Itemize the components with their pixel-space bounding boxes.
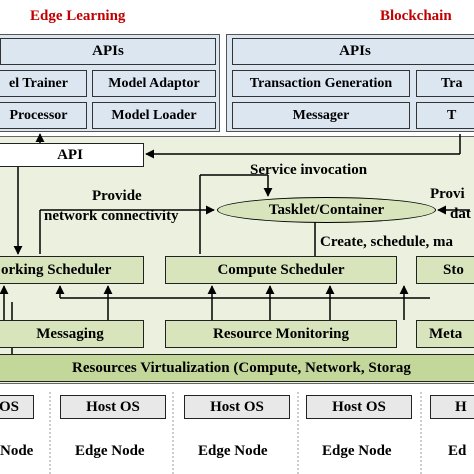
create-schedule-label: Create, schedule, ma <box>320 234 454 250</box>
network-connectivity-label: network connectivity <box>44 208 179 224</box>
node-1-os: Host OS <box>60 395 166 419</box>
model-trainer-box: el Trainer <box>0 70 87 97</box>
node-2-os: Host OS <box>184 395 290 419</box>
tasklet-container-node: Tasklet/Container <box>217 197 436 223</box>
node-1-label: Edge Node <box>75 443 145 459</box>
tra-box: Tra <box>416 70 474 97</box>
blockchain-apis: APIs <box>232 38 474 65</box>
node-4-label: Ed <box>448 443 467 459</box>
data-label: dat <box>450 206 471 222</box>
messaging-box: Messaging <box>0 320 144 348</box>
model-loader-box: Model Loader <box>92 102 216 129</box>
networking-scheduler-box: orking Scheduler <box>0 256 144 284</box>
node-4-os: H <box>430 395 474 419</box>
api-box: API <box>0 143 144 167</box>
processor-box: Processor <box>0 102 87 129</box>
compute-scheduler-box: Compute Scheduler <box>165 256 397 284</box>
virtualization-box: Resources Virtualization (Compute, Netwo… <box>0 354 474 382</box>
node-3-label: Edge Node <box>322 443 392 459</box>
messager-box: Messager <box>232 102 410 129</box>
node-2-label: Edge Node <box>198 443 268 459</box>
edge-learning-apis: APIs <box>0 38 216 65</box>
service-invocation-label: Service invocation <box>250 162 368 178</box>
node-0-os: OS <box>0 395 34 419</box>
provide-data-label: Provi <box>430 186 465 202</box>
model-adaptor-box: Model Adaptor <box>92 70 216 97</box>
node-3-os: Host OS <box>306 395 412 419</box>
node-0-label: Node <box>0 443 34 459</box>
blockchain-title: Blockchain <box>380 8 452 24</box>
provide-label: Provide <box>92 188 142 204</box>
resource-monitoring-box: Resource Monitoring <box>165 320 397 348</box>
meta-box: Meta <box>416 320 474 348</box>
transaction-generation-box: Transaction Generation <box>232 70 410 97</box>
t-box: T <box>416 102 474 129</box>
storage-scheduler-box: Sto <box>416 256 474 284</box>
edge-learning-title: Edge Learning <box>30 8 126 24</box>
